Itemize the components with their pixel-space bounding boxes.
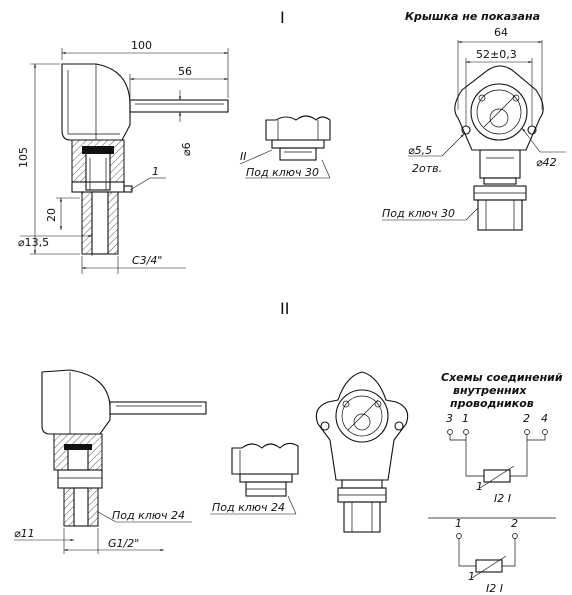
dim-body-diameter: ⌀42 [536,156,557,169]
mount-hole-count: 2отв. [412,162,442,175]
dim-front-width: 64 [494,26,508,39]
side-section-view-II [41,369,207,527]
dim-base-diameter: ⌀13,5 [18,236,49,249]
detail-view-II: Под ключ 24 [210,442,299,515]
view-II-wrench-size: Под ключ 24 [112,509,185,522]
top-terminal-1: 1 [462,412,469,425]
dim-probe-length: 56 [178,65,192,78]
detail-I-wrench-size: Под ключ 30 [246,166,319,179]
cover-not-shown-note: Крышка не показана [405,10,540,23]
dimensions-view-II: Под ключ 24 ⌀11 G1/2" [14,509,192,554]
top-resistor-note: I2 I [494,492,511,505]
dim-probe-diameter: ⌀6 [180,142,193,156]
variant-label-I: I [280,8,285,27]
dim-height: 105 [17,147,30,168]
front-I-wrench-size: Под ключ 30 [382,207,455,220]
schemes-title-line3: проводников [450,397,534,410]
dim-total-width: 100 [131,39,152,52]
bottom-resistor-note: I2 I [486,582,503,595]
thread-spec: C3/4" [132,254,162,267]
bottom-terminal-2: 2 [511,517,518,530]
view-II-thread-spec: G1/2" [108,537,139,550]
detail-II-label: II [240,150,247,163]
wiring-schemes: Схемы соединений внутренних проводников … [428,371,563,595]
detail-II-wrench-size: Под ключ 24 [212,501,285,514]
front-view-II [315,371,409,533]
detail-II-view: II Под ключ 30 [239,115,331,179]
view-II-base-diameter: ⌀11 [14,527,35,540]
top-terminal-3: 3 [446,412,453,425]
leader-item-1: 1 [152,165,159,178]
bottom-resistor-label: 1 [468,570,475,583]
schemes-title-line2: внутренних [453,384,527,397]
dim-thread-height: 20 [45,208,58,222]
variant-label-II: II [280,299,289,318]
dim-mount-spacing: 52±0,3 [476,48,517,61]
front-view-I [454,65,544,231]
dim-mount-hole: ⌀5,5 [408,144,432,157]
bottom-terminal-1: 1 [455,517,462,530]
dimensions-front-I: 64 52±0,3 ⌀5,5 2отв. ⌀42 Под ключ 30 [382,26,566,221]
dimensions-view-I: 100 56 105 20 ⌀6 ⌀13,5 C3/4" 1 [17,39,229,274]
schemes-title-line1: Схемы соединений [441,371,563,384]
side-section-view-I [61,63,229,255]
top-terminal-4: 4 [541,412,548,425]
top-resistor-label: 1 [476,480,483,493]
top-terminal-2: 2 [523,412,530,425]
